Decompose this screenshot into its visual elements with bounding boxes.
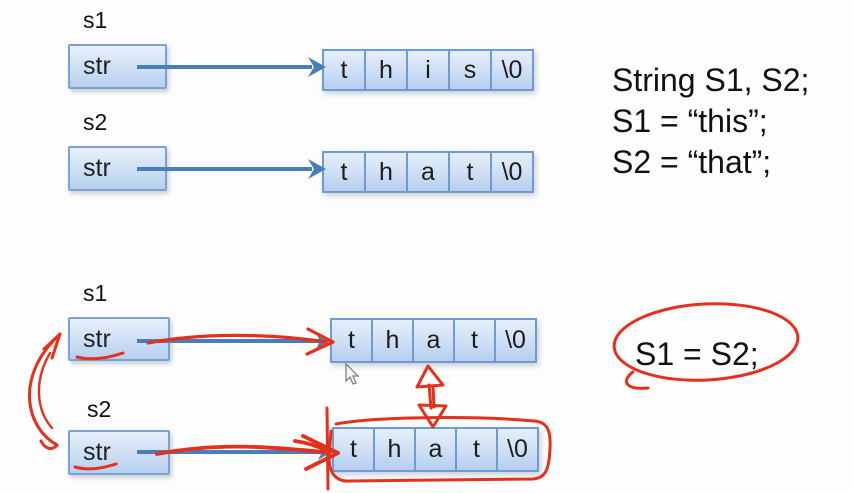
array-cell: t — [453, 318, 496, 363]
array-cell: \0 — [490, 151, 534, 193]
mouse-cursor — [345, 362, 360, 385]
top-s2-pointer-text: str — [83, 154, 111, 182]
array-cell: a — [412, 318, 455, 363]
array-cell: t — [330, 318, 373, 363]
red-curved-arrow-s2-to-s1 — [27, 332, 62, 450]
array-cell: i — [406, 49, 450, 91]
code-line-2: S1 = “this”; — [612, 103, 768, 139]
array-cell: t — [322, 49, 366, 91]
bottom-s2-pointer-box: str — [68, 430, 170, 475]
array-cell: h — [371, 318, 414, 363]
array-cell: \0 — [496, 427, 539, 472]
top-s2-label: s2 — [83, 109, 108, 135]
code-line-3: S2 = “that”; — [612, 144, 772, 180]
top-s1-pointer-text: str — [83, 52, 111, 80]
bottom-s1-pointer-box: str — [68, 317, 170, 361]
code-snippet-declarations: String S1, S2; S1 = “this”; S2 = “that”; — [612, 60, 809, 183]
array-cell: \0 — [494, 318, 537, 363]
array-cell: h — [373, 427, 416, 472]
code-snippet-assignment: S1 = S2; — [635, 336, 759, 372]
top-s2-pointer-box: str — [68, 146, 167, 191]
code-line-1: String S1, S2; — [612, 62, 810, 98]
top-s1-pointer-box: str — [68, 44, 167, 89]
array-cell: \0 — [490, 49, 534, 91]
array-cell: a — [414, 427, 457, 472]
array-cell: t — [455, 427, 498, 472]
array-cell: t — [322, 151, 366, 193]
array-cell: s — [448, 49, 492, 91]
array-cell: t — [448, 151, 492, 193]
bottom-s2-label: s2 — [87, 396, 112, 422]
bottom-s1-pointer-text: str — [83, 324, 111, 353]
array-cell: a — [406, 151, 450, 193]
red-double-arrow — [415, 364, 448, 429]
red-trace-s2-arrow — [155, 434, 340, 471]
bottom-s2-pointer-text: str — [83, 438, 111, 466]
bottom-s1-label: s1 — [83, 280, 108, 306]
array-cell: h — [364, 49, 408, 91]
red-trace-s1-arrow — [146, 327, 335, 356]
array-cell: h — [364, 151, 408, 193]
array-cell: t — [332, 427, 375, 472]
top-s1-label: s1 — [83, 7, 108, 33]
